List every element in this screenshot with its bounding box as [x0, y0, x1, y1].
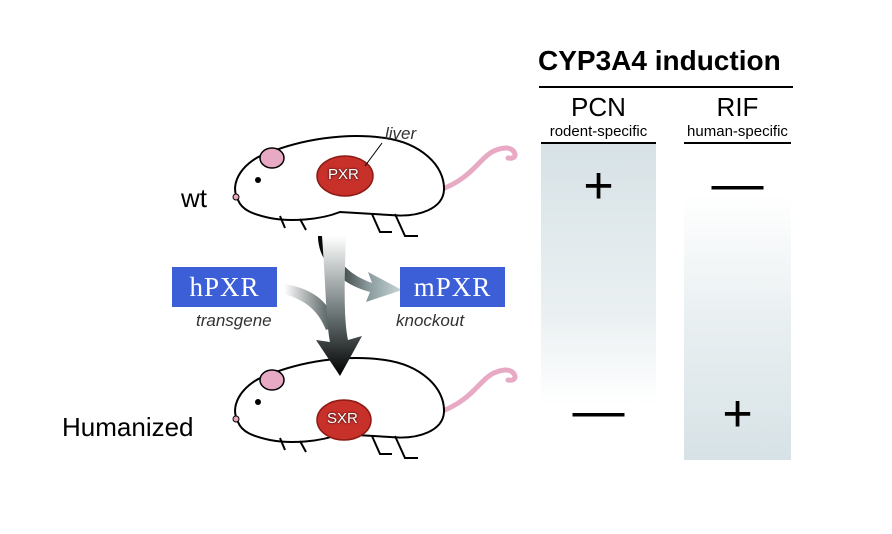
rif-rule [684, 142, 791, 144]
rif-gradient [684, 195, 791, 460]
pcn-rule [541, 142, 656, 144]
wt-mouse [232, 135, 518, 237]
humanized-label: Humanized [62, 412, 194, 442]
main-down-arrow [316, 236, 362, 376]
pcn-subtitle: rodent-specific [549, 123, 648, 140]
transgene-caption: transgene [196, 311, 272, 330]
pcn-wt-sign: + [583, 157, 614, 215]
wt-label: wt [181, 183, 207, 213]
rif-humanized-sign: + [722, 385, 753, 443]
transgene-arrow [284, 284, 336, 330]
pxr-organ-label: PXR [328, 166, 359, 183]
pcn-gradient [541, 143, 656, 405]
induction-title: CYP3A4 induction [538, 45, 781, 76]
sxr-organ-label: SXR [327, 410, 358, 427]
rif-subtitle: human-specific [687, 123, 788, 140]
knockout-caption: knockout [396, 311, 465, 330]
humanized-mouse [232, 357, 518, 459]
rif-wt-sign: — [711, 155, 764, 213]
title-rule [539, 86, 793, 88]
hpxr-box: hPXR [172, 267, 277, 307]
pcn-humanized-sign: — [572, 382, 625, 440]
mpxr-box: mPXR [400, 267, 505, 307]
knockout-arrow [318, 236, 402, 302]
liver-label: liver [385, 124, 417, 143]
rif-header: RIF [716, 92, 759, 122]
pcn-header: PCN [571, 92, 626, 122]
